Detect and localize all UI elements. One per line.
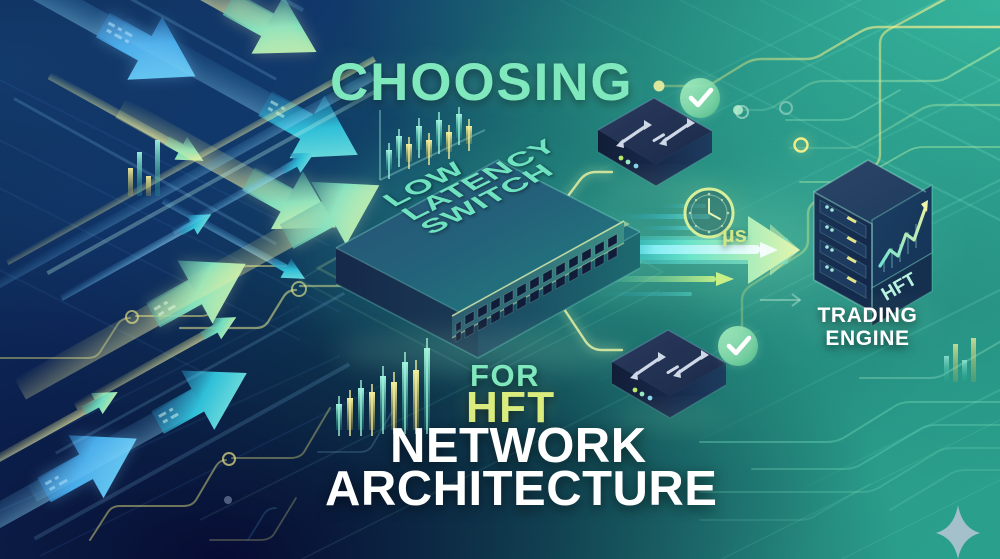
bar-chart-right [944, 338, 976, 382]
node-status-leds [632, 387, 653, 401]
rack-units [819, 199, 867, 299]
check-icon [688, 87, 714, 108]
headline-hft: HFT [466, 383, 556, 432]
candlestick-chart-top [379, 107, 486, 181]
node-status-leds [618, 155, 639, 169]
check-icon [726, 335, 752, 356]
bidirectional-arrows-icon [619, 122, 691, 145]
check-badge [680, 78, 720, 118]
headline-choosing: CHOOSING [330, 53, 634, 112]
headline-for: FOR [470, 358, 541, 393]
switch-port-array [451, 220, 630, 343]
check-badge [718, 326, 758, 366]
bar-chart-left [128, 140, 160, 196]
sparkle-icon [936, 505, 980, 559]
headline-network: NETWORK [390, 419, 647, 473]
latency-unit-label: µs [722, 222, 747, 247]
line-chart-icon [878, 200, 928, 272]
bidirectional-arrows-icon [633, 354, 705, 377]
headline-architecture: ARCHITECTURE [325, 462, 718, 516]
